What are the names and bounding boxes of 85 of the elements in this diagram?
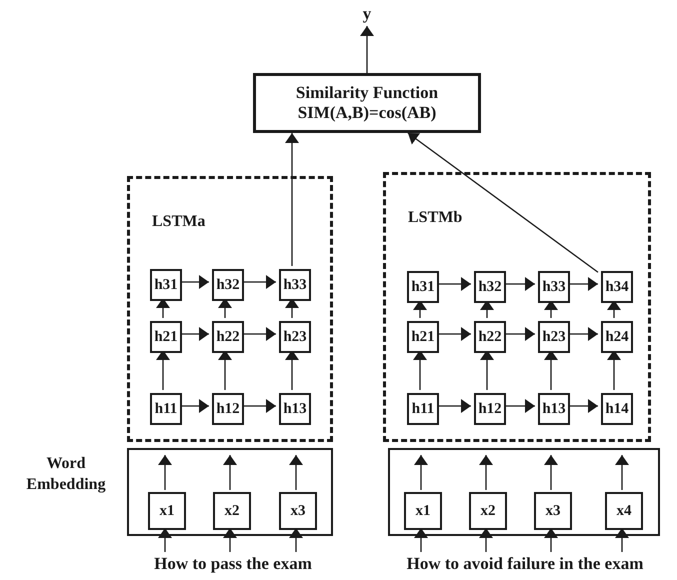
hidden-state-box <box>150 321 182 353</box>
arrow <box>158 528 172 552</box>
box-label: h14 <box>605 400 629 418</box>
hidden-state-box <box>150 393 182 425</box>
output-label: y <box>355 2 379 26</box>
box-label: h21 <box>154 328 178 346</box>
input-box <box>213 492 251 530</box>
hidden-state-box <box>601 271 633 303</box>
box-label: h23 <box>542 328 566 346</box>
arrow <box>158 455 172 490</box>
box-label: h12 <box>216 400 240 418</box>
hidden-state-box <box>474 271 506 303</box>
box-label: x2 <box>480 502 496 520</box>
box-label: x4 <box>616 502 632 520</box>
hidden-state-box <box>150 269 182 301</box>
hidden-state-box <box>407 393 439 425</box>
hidden-state-box <box>212 393 244 425</box>
arrow <box>615 528 629 552</box>
box-label: h21 <box>411 328 435 346</box>
box-label: x3 <box>290 502 306 520</box>
hidden-state-box <box>601 393 633 425</box>
dashed-group-box <box>383 172 651 442</box>
box-label: h22 <box>216 328 240 346</box>
hidden-state-box <box>474 321 506 353</box>
arrow <box>223 528 237 552</box>
arrow <box>408 132 598 273</box>
embedding-box <box>388 448 660 536</box>
input-box <box>279 492 317 530</box>
arrow <box>479 528 493 552</box>
arrow <box>223 455 237 490</box>
box-label: h24 <box>605 328 629 346</box>
hidden-state-box <box>474 393 506 425</box>
group-title: LSTMa <box>152 213 206 231</box>
input-box <box>469 492 507 530</box>
input-box <box>148 492 186 530</box>
hidden-state-box <box>279 393 311 425</box>
box-label: h33 <box>283 276 307 294</box>
box-label: h32 <box>216 276 240 294</box>
hidden-state-box <box>212 269 244 301</box>
arrow <box>285 133 299 266</box>
input-box <box>605 492 643 530</box>
box-label: h31 <box>154 276 178 294</box>
hidden-state-box <box>601 321 633 353</box>
hidden-state-box <box>538 321 570 353</box>
arrow <box>544 455 558 490</box>
box-label: h31 <box>411 278 435 296</box>
hidden-state-box <box>212 321 244 353</box>
function-title: Similarity Function <box>296 82 438 103</box>
box-label: h32 <box>478 278 502 296</box>
formula-text: SIM(A,B)=cos(AB) <box>298 103 436 124</box>
layer-title: Word Embedding <box>25 454 107 495</box>
hidden-state-box <box>279 321 311 353</box>
box-label: h33 <box>542 278 566 296</box>
box-label: h13 <box>542 400 566 418</box>
arrow <box>615 455 629 490</box>
arrow <box>414 528 428 552</box>
box-label: h11 <box>154 400 178 418</box>
hidden-state-box <box>407 321 439 353</box>
arrow <box>544 528 558 552</box>
input-box <box>404 492 442 530</box>
box-label: h22 <box>478 328 502 346</box>
box-label: x3 <box>546 502 560 520</box>
box-label: h11 <box>412 400 434 418</box>
box-label: x1 <box>416 502 430 520</box>
arrow <box>360 26 374 73</box>
box-label: h34 <box>605 278 629 296</box>
function-box <box>253 73 481 133</box>
input-sentence: How to pass the exam <box>128 552 338 576</box>
hidden-state-box <box>538 393 570 425</box>
box-label: x2 <box>224 502 240 520</box>
arrow <box>289 528 303 552</box>
input-sentence: How to avoid failure in the exam <box>380 552 670 576</box>
box-label: h13 <box>283 400 307 418</box>
hidden-state-box <box>538 271 570 303</box>
hidden-state-box <box>407 271 439 303</box>
dashed-group-box <box>127 176 333 442</box>
box-label: h12 <box>478 400 502 418</box>
group-title: LSTMb <box>408 209 462 227</box>
arrow <box>479 455 493 490</box>
input-box <box>534 492 572 530</box>
arrow <box>289 455 303 490</box>
hidden-state-box <box>279 269 311 301</box>
arrow <box>414 455 428 490</box>
box-label: x1 <box>160 502 174 520</box>
box-label: h23 <box>283 328 307 346</box>
